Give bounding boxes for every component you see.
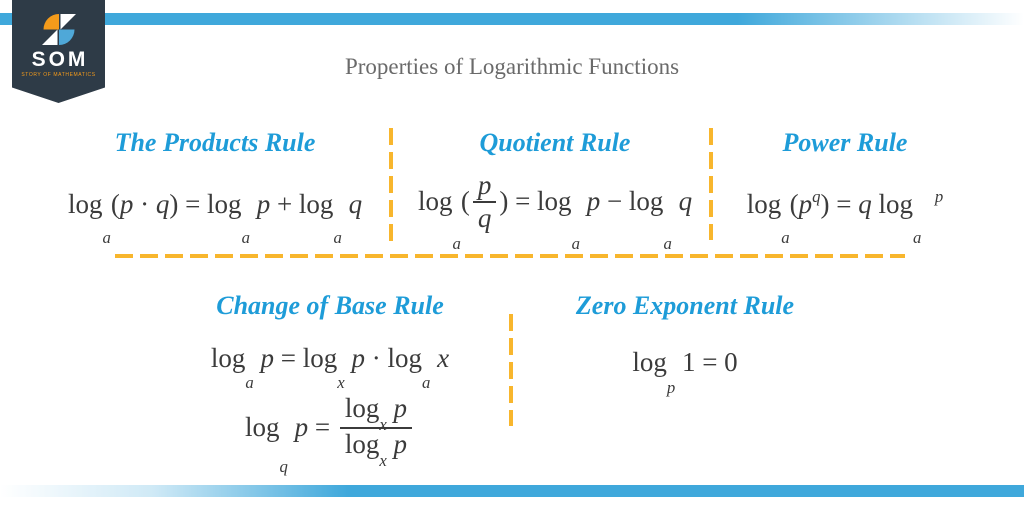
fraction-denominator: q xyxy=(473,203,497,234)
math-token-rm: 1 = 0 xyxy=(675,346,738,377)
math-token-rm: ( xyxy=(110,189,120,220)
math-token-rm: ( xyxy=(460,186,470,217)
math-token-it: p xyxy=(249,189,271,220)
math-token-rm: log xyxy=(67,189,103,220)
rule-heading-products: The Products Rule xyxy=(114,128,316,157)
math-token-sub: a xyxy=(333,228,342,248)
math-token-sub: a xyxy=(663,234,672,254)
top-accent-bar xyxy=(0,13,1024,25)
math-token-rm: ( xyxy=(789,189,799,220)
fraction-numerator: logx p xyxy=(339,393,413,434)
math-token-it: p xyxy=(287,412,309,443)
math-token-rm: log xyxy=(417,186,453,217)
math-token-rm: log xyxy=(387,343,422,374)
math-token-rm: · xyxy=(364,343,388,374)
math-token-it: q xyxy=(858,189,872,220)
math-token-it: p xyxy=(386,393,408,424)
math-token-rm: log xyxy=(537,186,572,217)
math-token-sub: a xyxy=(781,228,790,248)
math-token-rm: log xyxy=(207,189,242,220)
math-token-sub: a xyxy=(421,373,431,393)
logo-text: SOM xyxy=(31,48,89,71)
divider-vertical-base-zero xyxy=(509,314,513,426)
divider-horizontal-rows xyxy=(115,254,905,258)
som-logo-banner: SOM STORY OF MATHEMATICS xyxy=(12,0,105,103)
math-token-rm: log xyxy=(344,393,380,424)
math-token-sub: a xyxy=(913,228,922,248)
math-token-rm: + xyxy=(270,189,299,220)
rule-heading-change-of-base: Change of Base Rule xyxy=(216,291,444,320)
math-token-it: x xyxy=(430,343,450,374)
fraction-denominator: logx p xyxy=(340,429,412,470)
divider-vertical-products-quotient xyxy=(389,128,393,246)
som-pinwheel-icon xyxy=(41,14,76,45)
math-token-rm: log xyxy=(244,412,280,443)
math-token-rm: log xyxy=(632,346,667,377)
rule-heading-zero-exponent: Zero Exponent Rule xyxy=(575,291,795,320)
math-token-rm: log xyxy=(746,189,782,220)
math-token-rm: = xyxy=(274,343,303,374)
fraction-numerator: p xyxy=(472,169,497,203)
math-token-sup: q xyxy=(812,187,821,207)
math-token-it: p xyxy=(119,189,134,220)
math-token-it: q xyxy=(671,186,693,217)
math-token-rm: log xyxy=(298,189,334,220)
bottom-accent-bar xyxy=(0,485,1024,497)
math-token-sub: a xyxy=(102,228,111,248)
math-token-rm: · xyxy=(133,189,156,220)
math-token-sub: x xyxy=(379,451,387,471)
math-token-sub: a xyxy=(452,234,461,254)
math-token-sub: a xyxy=(245,373,254,393)
math-token-it: p xyxy=(253,343,275,374)
math-token-rm: ) = xyxy=(169,189,208,220)
math-token-it: q xyxy=(155,189,170,220)
math-token-rm: log xyxy=(302,343,338,374)
math-token-sub: p xyxy=(666,378,676,398)
math-token-rm: = xyxy=(308,412,337,443)
math-token-rm: ) = xyxy=(820,189,859,220)
rule-heading-power: Power Rule xyxy=(782,128,908,157)
math-token-rm xyxy=(921,189,935,220)
math-token-sup: p xyxy=(934,187,944,207)
page-title: Properties of Logarithmic Functions xyxy=(344,54,680,79)
math-token-rm: log xyxy=(210,343,246,374)
math-token-it: p xyxy=(344,343,365,374)
math-token-rm: ) = xyxy=(499,186,538,217)
math-token-rm: log xyxy=(344,429,380,459)
math-token-it: q xyxy=(477,203,492,233)
math-token-rm: − xyxy=(600,186,629,217)
math-token-sub: a xyxy=(571,234,580,254)
math-token-rm: log xyxy=(628,186,664,217)
logo-tagline: STORY OF MATHEMATICS xyxy=(21,72,96,78)
math-token-sub: q xyxy=(279,457,288,477)
rule-heading-quotient: Quotient Rule xyxy=(479,128,631,157)
math-token-rm: log xyxy=(871,189,913,220)
math-token-it: q xyxy=(341,189,363,220)
math-token-sub: a xyxy=(241,228,250,248)
math-token-sub: x xyxy=(379,415,387,435)
math-token-it: p xyxy=(798,189,813,220)
math-token-it: p xyxy=(386,429,408,459)
math-token-it: p xyxy=(579,186,601,217)
divider-vertical-quotient-power xyxy=(709,128,713,240)
math-token-sub: x xyxy=(337,373,345,393)
math-token-it: p xyxy=(477,169,492,200)
